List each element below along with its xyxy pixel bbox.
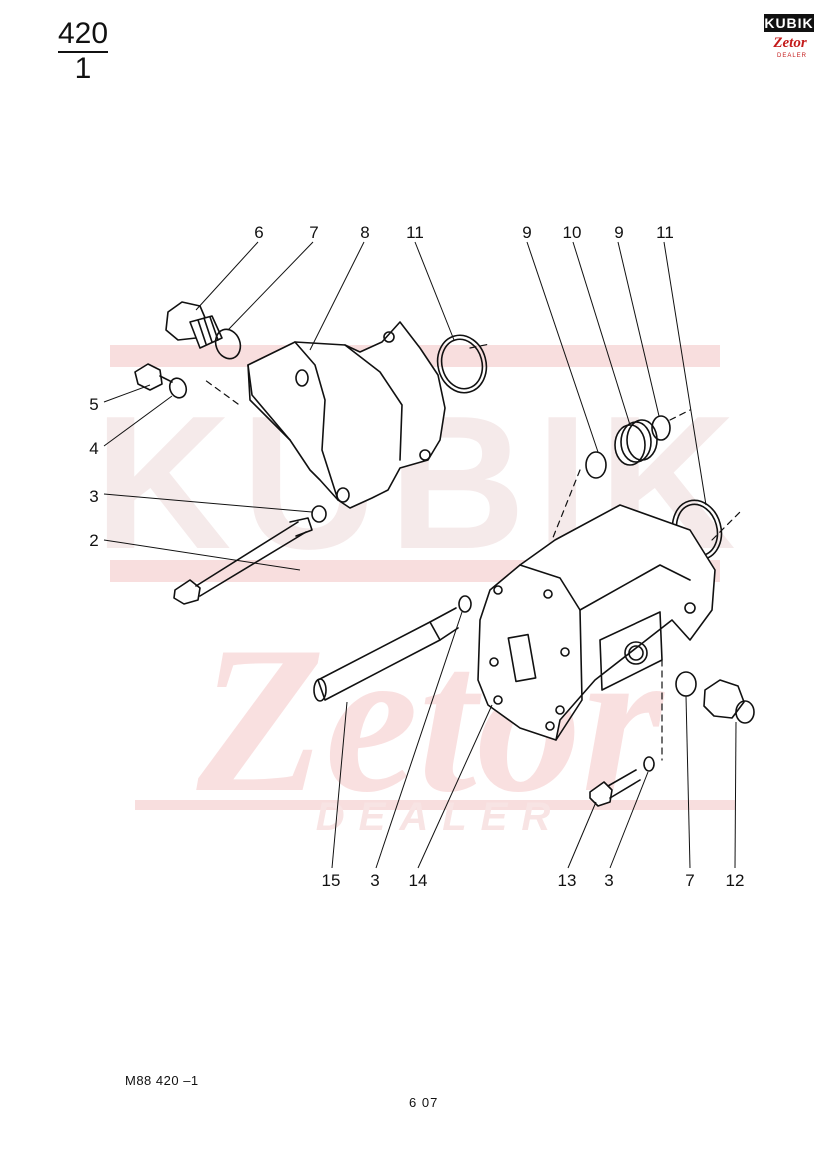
sealing-washer-lower — [675, 671, 697, 697]
callout-13: 13 — [558, 871, 577, 890]
logo-zetor-text: Zetor — [773, 35, 807, 51]
callout-7-top: 7 — [309, 223, 318, 242]
callout-15: 15 — [322, 871, 341, 890]
callout-3-left: 3 — [89, 487, 98, 506]
logo-kubik-text: KUBIK — [764, 14, 814, 32]
union-fitting — [703, 679, 755, 724]
hex-plug — [165, 301, 223, 349]
breather-valve — [134, 363, 173, 391]
kubik-zetor-logo: KUBIK Zetor DEALER — [760, 14, 816, 62]
footer-page-number: 6 07 — [409, 1095, 439, 1110]
spring-washer-mid — [458, 595, 472, 613]
o-ring-small-right — [651, 415, 671, 441]
callout-4: 4 — [89, 439, 98, 458]
callout-11-top: 11 — [406, 223, 424, 242]
callout-5: 5 — [89, 395, 98, 414]
page-number: 420 1 — [58, 18, 108, 85]
logo-dealer-text: DEALER — [776, 53, 807, 59]
callout-10: 10 — [563, 223, 582, 242]
callout-7-bottom: 7 — [685, 871, 694, 890]
page-number-top: 420 — [58, 18, 108, 53]
drawing-reference: M88 420 –1 — [125, 1073, 199, 1088]
spring-washer-lower — [643, 756, 655, 772]
short-bolt — [589, 769, 641, 807]
sealing-washer — [214, 328, 242, 360]
callout-6: 6 — [254, 223, 263, 242]
callout-8: 8 — [360, 223, 369, 242]
callout-11-right: 11 — [656, 223, 674, 242]
long-bolt — [173, 517, 313, 605]
spring-washer — [311, 505, 327, 523]
cover-housing — [247, 321, 446, 509]
o-ring-small-left — [585, 451, 607, 479]
callout-12: 12 — [726, 871, 745, 890]
watermark-dealer: DEALER — [316, 795, 564, 839]
page-number-bottom: 1 — [74, 52, 92, 85]
callout-9-right: 9 — [614, 223, 623, 242]
callout-2: 2 — [89, 531, 98, 550]
callout-14: 14 — [409, 871, 428, 890]
leader-lines — [103, 241, 737, 869]
washer-small — [168, 377, 188, 399]
callout-labels: 6 7 8 11 9 10 9 11 5 4 3 2 15 3 14 13 3 … — [89, 223, 744, 890]
callout-9-left: 9 — [522, 223, 531, 242]
callout-3-mid: 3 — [370, 871, 379, 890]
o-ring-large — [436, 334, 488, 394]
callout-3-right: 3 — [604, 871, 613, 890]
drive-shaft — [313, 607, 459, 702]
